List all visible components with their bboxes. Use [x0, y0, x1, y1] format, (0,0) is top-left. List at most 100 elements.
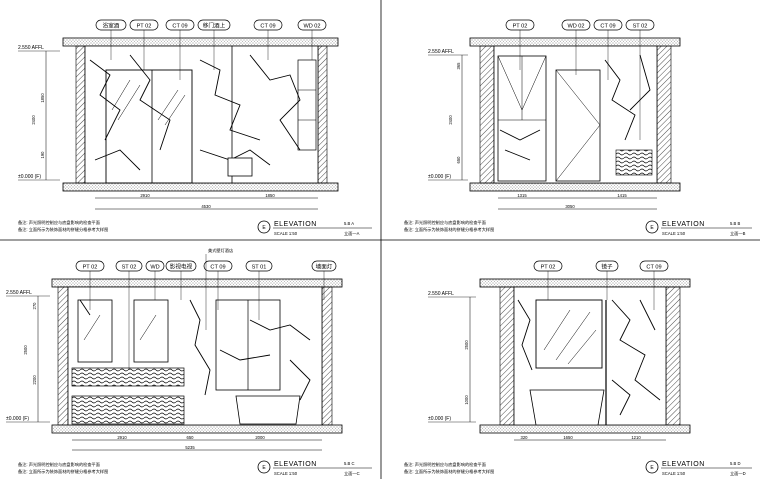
shower-glass: [105, 69, 193, 184]
material-tag: CT 09: [165, 19, 195, 31]
svg-text:5.B B: 5.B B: [730, 221, 740, 226]
material-tag: PT 02: [129, 19, 159, 31]
drawing-note: 备注: 立面所示为装饰面材的拼缝分格参考大样图: [18, 226, 108, 233]
drawing-note: 备注: 声光照明控制应与底盘影响的检查平面: [404, 219, 486, 226]
ceiling-slab: [469, 37, 681, 47]
level-floor: ±0.000 (F): [6, 416, 29, 422]
drawing-note: 备注: 立面所示为装饰面材的拼缝分格参考大样图: [18, 468, 108, 475]
material-tag-row: 浴室酒 PT 02 CT 09 移门酒上 CT 09 WD 02: [95, 19, 327, 31]
shelf-unit: [615, 149, 653, 176]
horizontal-dimension: 2910: [140, 193, 150, 198]
level-ceiling: 2.550 AFFL: [428, 49, 454, 55]
svg-text:立面—A: 立面—A: [344, 230, 360, 237]
svg-text:E: E: [262, 465, 266, 471]
vanity-base: [71, 395, 185, 425]
reference-bubble: [645, 460, 659, 474]
svg-text:立面—D: 立面—D: [730, 470, 746, 477]
material-tag: CT 09: [639, 260, 669, 272]
material-tag: 影视电视: [165, 260, 197, 272]
material-tag-row: PT 02 镜子 CT 09: [533, 260, 669, 272]
svg-text:E: E: [262, 225, 266, 231]
drawing-note: 备注: 声光照明控制应与底盘影响的检查平面: [18, 219, 100, 226]
toilet: [227, 157, 253, 177]
elevation-panel-d: PT 02 镜子 CT 09 2.550 AFFL ±0.000 (F) 250…: [404, 260, 752, 477]
bathtub: [235, 395, 301, 425]
material-tag: CT 09: [593, 19, 623, 31]
svg-text:5.B A: 5.B A: [344, 221, 354, 226]
vertical-dimension: 365: [456, 62, 461, 70]
vertical-dimension: 2500: [23, 345, 28, 355]
vertical-dimension: 2500: [464, 340, 469, 350]
vertical-dimension: 1850: [40, 93, 45, 103]
left-wall-section: [479, 45, 495, 184]
svg-text:5.B C: 5.B C: [344, 461, 354, 466]
horizontal-dimension-total: 3050: [565, 204, 575, 209]
floor-slab: [479, 424, 691, 434]
marble-veining: [499, 54, 651, 161]
drawing-note: 备注: 声光照明控制应与底盘影响的检查平面: [404, 461, 486, 468]
right-wall-section: [317, 45, 328, 184]
ceiling-slab: [62, 37, 339, 47]
horizontal-dimension: 320: [521, 435, 529, 440]
svg-text:SCALE 1:50: SCALE 1:50: [274, 231, 298, 236]
title-block: E ELEVATION SCALE 1:50 5.B A 立面—A: [257, 220, 372, 237]
vertical-dimension: 2200: [32, 375, 37, 385]
svg-text:立面—B: 立面—B: [730, 230, 746, 237]
svg-text:PT 02: PT 02: [137, 23, 152, 29]
vertical-dimension: 190: [40, 151, 45, 159]
right-wall-section: [665, 286, 681, 426]
drawing-note: 备注: 声光照明控制应与底盘影响的检查平面: [18, 461, 100, 468]
svg-text:5.B D: 5.B D: [730, 461, 740, 466]
elevation-title: ELEVATION: [662, 221, 705, 228]
svg-text:移门酒上: 移门酒上: [203, 21, 226, 29]
material-tag: PT 02: [505, 19, 535, 31]
leader-lines: [110, 30, 313, 80]
level-ceiling: 2.550 AFFL: [428, 291, 454, 297]
drawing-note: 备注: 立面所示为装饰面材的拼缝分格参考大样图: [404, 226, 494, 233]
cabinet: [297, 59, 317, 151]
svg-text:WD: WD: [150, 264, 159, 270]
material-tag: CT 09: [203, 260, 233, 272]
mirror: [535, 299, 603, 369]
material-tag: WD 02: [297, 19, 327, 31]
vanity: [529, 389, 605, 426]
material-tag: WD: [145, 260, 165, 272]
horizontal-dimension: 650: [187, 435, 195, 440]
marble-veining: [517, 299, 661, 416]
level-floor: ±0.000 (F): [428, 174, 451, 180]
svg-text:PT 02: PT 02: [513, 23, 528, 29]
horizontal-dimension: 1650: [563, 435, 573, 440]
vertical-dimension: 2400: [31, 115, 36, 125]
material-tag: 移门酒上: [197, 19, 231, 31]
elevation-panel-a: 浴室酒 PT 02 CT 09 移门酒上 CT 09 WD 02 2.550 A…: [18, 19, 372, 237]
reference-bubble: [257, 460, 271, 474]
svg-text:PT 02: PT 02: [83, 264, 98, 270]
horizontal-dimension: 1315: [517, 193, 527, 198]
material-tag: ST 02: [625, 19, 655, 31]
horizontal-dimension: 1850: [265, 193, 275, 198]
drawing-note: 备注: 立面所示为装饰面材的拼缝分格参考大样图: [404, 468, 494, 475]
glass-hatch: [111, 79, 186, 126]
horizontal-dimension: 2910: [117, 435, 127, 440]
elevation-title: ELEVATION: [274, 221, 317, 228]
vertical-dimension: 270: [32, 302, 37, 310]
material-tag: 浴室酒: [95, 19, 127, 31]
title-block: E ELEVATION SCALE 1:50 5.B C 立面—C: [257, 460, 372, 477]
horizontal-dimension-total: 5235: [185, 445, 195, 450]
material-tag: ST 01: [245, 260, 273, 272]
door: [555, 69, 601, 182]
level-ceiling: 2.550 AFFL: [18, 45, 44, 51]
floor-slab: [62, 182, 339, 192]
material-tag-row: PT 02 ST 02 WD 影视电视 CT 09 ST 01 墙面灯: [75, 260, 337, 272]
title-block: E ELEVATION SCALE 1:50 5.B B 立面—B: [645, 220, 752, 237]
mirror-right: [133, 299, 169, 363]
left-wall-section: [75, 45, 86, 184]
elevation-title: ELEVATION: [662, 461, 705, 468]
horizontal-dimension: 1210: [631, 435, 641, 440]
marble-veining: [89, 54, 301, 171]
svg-text:ST 01: ST 01: [252, 264, 267, 270]
svg-text:CT 09: CT 09: [172, 23, 187, 29]
svg-text:ST 02: ST 02: [633, 23, 648, 29]
floor-slab: [469, 182, 681, 192]
